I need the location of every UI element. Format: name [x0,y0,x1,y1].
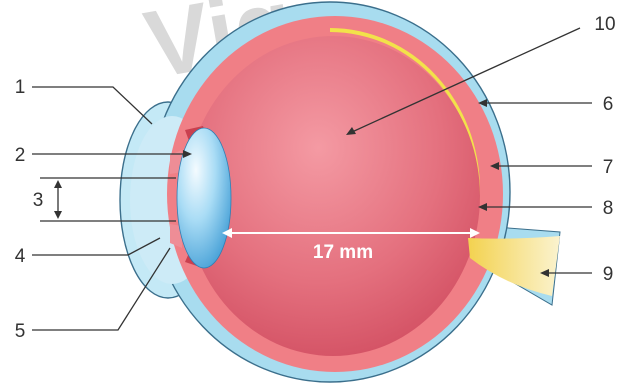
label-8: 8 [603,198,614,219]
label-9: 9 [603,264,614,285]
lens [177,128,231,268]
label-10: 10 [594,14,615,35]
label-7: 7 [603,157,614,178]
dimension-label: 17 mm [313,242,373,263]
label-3: 3 [33,190,44,211]
label-4: 4 [15,246,26,267]
label-6: 6 [603,94,614,115]
label-5: 5 [15,321,26,342]
label-2: 2 [15,145,26,166]
label-1: 1 [15,77,26,98]
